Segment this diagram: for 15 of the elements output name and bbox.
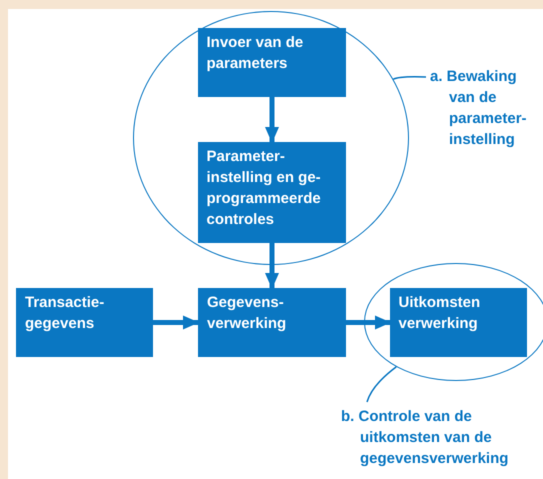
arrow [265, 97, 279, 143]
leader-line [366, 366, 397, 402]
process-box: Uitkomsten verwerking [390, 288, 526, 356]
process-box: Transactie- gegevens [16, 288, 153, 357]
leader-line [393, 76, 426, 80]
callout-text: a. Bewaking van de parameter- instelling [430, 66, 543, 150]
ellipse-outline [364, 263, 543, 381]
callout-text: b. Controle van de uitkomsten van de gegevensverwerking [341, 406, 543, 469]
arrow [346, 316, 391, 330]
process-box: Invoer van de parameters [198, 28, 346, 96]
process-box: Parameter- instelling en ge- programmeerde controles [198, 142, 346, 242]
arrow [153, 316, 199, 330]
ellipse-outline [133, 11, 409, 265]
process-box: Gegevens- verwerking [198, 288, 346, 357]
arrow [265, 243, 279, 289]
